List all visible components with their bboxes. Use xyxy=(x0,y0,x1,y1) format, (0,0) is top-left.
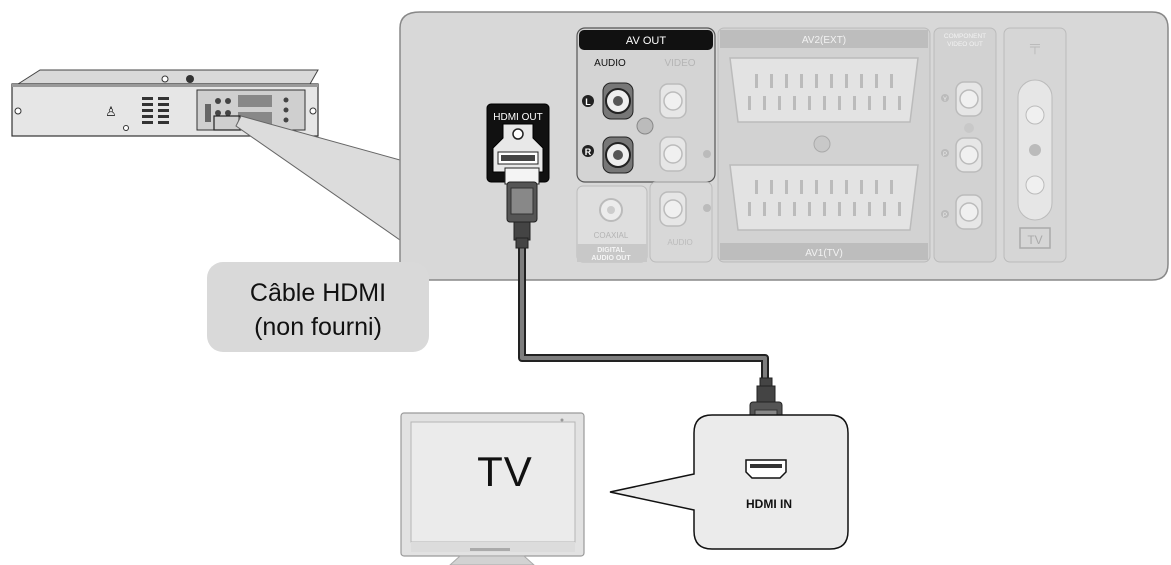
cable-name: Câble HDMI xyxy=(249,279,387,307)
screw-icon xyxy=(636,117,654,135)
video-label: VIDEO xyxy=(664,58,695,69)
right-channel-text: R xyxy=(585,147,592,157)
rear-panel: AV OUT AUDIO VIDEO L R AUDIO xyxy=(399,11,1169,281)
tv-badge-icon xyxy=(1019,227,1051,249)
cable-note: (non fourni) xyxy=(254,313,382,341)
tv-badge-label: TV xyxy=(1027,233,1042,247)
comp-y-text: Y xyxy=(943,97,947,103)
av-out-label: AV OUT xyxy=(626,35,666,47)
cable-callout-text: Câble HDMI (non fourni) xyxy=(207,268,429,352)
hdmi-out-port: HDMI OUT xyxy=(486,103,550,183)
tv-label: TV xyxy=(477,448,533,495)
audio-label: AUDIO xyxy=(594,58,626,69)
left-channel-text: L xyxy=(585,97,591,107)
audio-l-jack xyxy=(602,82,634,120)
av2-label: AV2(EXT) xyxy=(802,35,846,46)
hdmi-in-label: HDMI IN xyxy=(746,497,792,511)
left-channel-badge xyxy=(582,95,594,107)
component-jacks xyxy=(955,81,983,230)
comp-pb-text: P xyxy=(943,152,947,158)
component-label: COMPONENT xyxy=(944,33,986,40)
video-out-label: VIDEO OUT xyxy=(947,41,983,48)
scart-av1 xyxy=(729,164,919,231)
digital-label: DIGITAL xyxy=(597,247,625,254)
antenna-icon: ╤ xyxy=(1029,37,1040,55)
cable-callout-box xyxy=(207,262,429,352)
coaxial-label: COAXIAL xyxy=(594,231,629,240)
scart-av2 xyxy=(729,57,919,123)
comp-pr-text: P xyxy=(943,213,947,219)
audio-bottom-label: AUDIO xyxy=(667,238,692,247)
hdmi-in-port xyxy=(745,459,787,479)
video-jacks xyxy=(659,83,687,227)
hdmi-in-callout: HDMI IN xyxy=(609,414,849,550)
audio-r-jack xyxy=(602,136,634,174)
audio-out-label: AUDIO OUT xyxy=(591,255,631,262)
av1-label: AV1(TV) xyxy=(805,248,843,259)
ground-icon: ♙ xyxy=(105,104,117,119)
tv-set xyxy=(400,412,585,565)
right-channel-badge xyxy=(582,145,594,157)
hdmi-out-label: HDMI OUT xyxy=(493,112,542,123)
